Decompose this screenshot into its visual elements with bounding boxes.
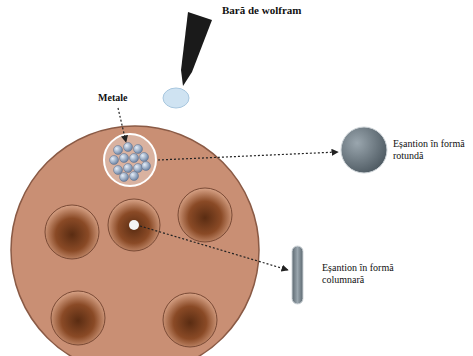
sample-dot (129, 220, 139, 230)
cavity (45, 205, 99, 259)
cavity (108, 199, 160, 251)
metal-bead (130, 154, 139, 163)
metals-label: Metale (98, 92, 127, 104)
metal-bead (134, 164, 143, 173)
metal-bead (114, 166, 123, 175)
leader-line (140, 226, 288, 270)
cavity (178, 188, 232, 242)
metal-bead (142, 162, 151, 171)
metal-bead (110, 156, 119, 165)
metal-bead (140, 153, 149, 162)
metal-bead (134, 145, 143, 154)
tungsten-rod (181, 12, 212, 86)
cavity (163, 293, 217, 347)
leader-line (118, 108, 126, 142)
metal-bead (124, 143, 133, 152)
metals-cavity (104, 134, 156, 186)
arc-drop (163, 88, 189, 108)
cavity (51, 291, 105, 345)
columnar-sample (292, 246, 303, 304)
sample-label: Eșantion în formă rotundă (393, 138, 469, 162)
metal-bead (120, 173, 129, 182)
metal-bead (124, 164, 133, 173)
metal-bead (130, 172, 139, 181)
round-sample (341, 127, 387, 173)
copper-hearth (11, 126, 259, 356)
rod-label: Bară de wolfram (222, 4, 301, 17)
leader-line (158, 152, 338, 160)
metal-beads (110, 143, 151, 182)
metal-bead (120, 154, 129, 163)
metal-bead (114, 146, 123, 155)
sample-label: Eșantion în formă columnară (322, 262, 432, 286)
